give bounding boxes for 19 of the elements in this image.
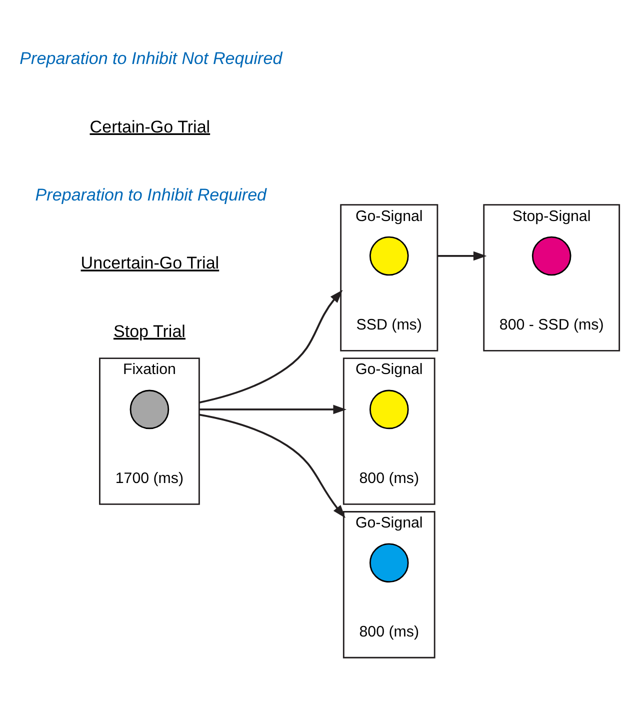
node-label: 1700 (ms) (115, 470, 184, 488)
label: Preparation to Inhibit Not Required (20, 49, 282, 68)
node-circle (532, 236, 572, 276)
node-circle (369, 390, 409, 430)
node-label: SSD (ms) (356, 316, 422, 334)
arrow (437, 251, 487, 261)
arrow (199, 290, 343, 404)
label: Certain-Go Trial (90, 117, 210, 136)
arrow (199, 414, 346, 518)
label: Preparation to Inhibit Required (35, 185, 267, 204)
arrow (199, 404, 347, 414)
node-circle (130, 390, 170, 430)
node-label: 800 - SSD (ms) (499, 316, 604, 334)
node-label: 800 (ms) (359, 624, 419, 641)
label: Uncertain-Go Trial (80, 254, 220, 273)
label: Stop Trial (113, 322, 186, 341)
node-label: 800 (ms) (359, 470, 419, 488)
node-circle (369, 543, 409, 583)
node-circle (369, 236, 409, 276)
